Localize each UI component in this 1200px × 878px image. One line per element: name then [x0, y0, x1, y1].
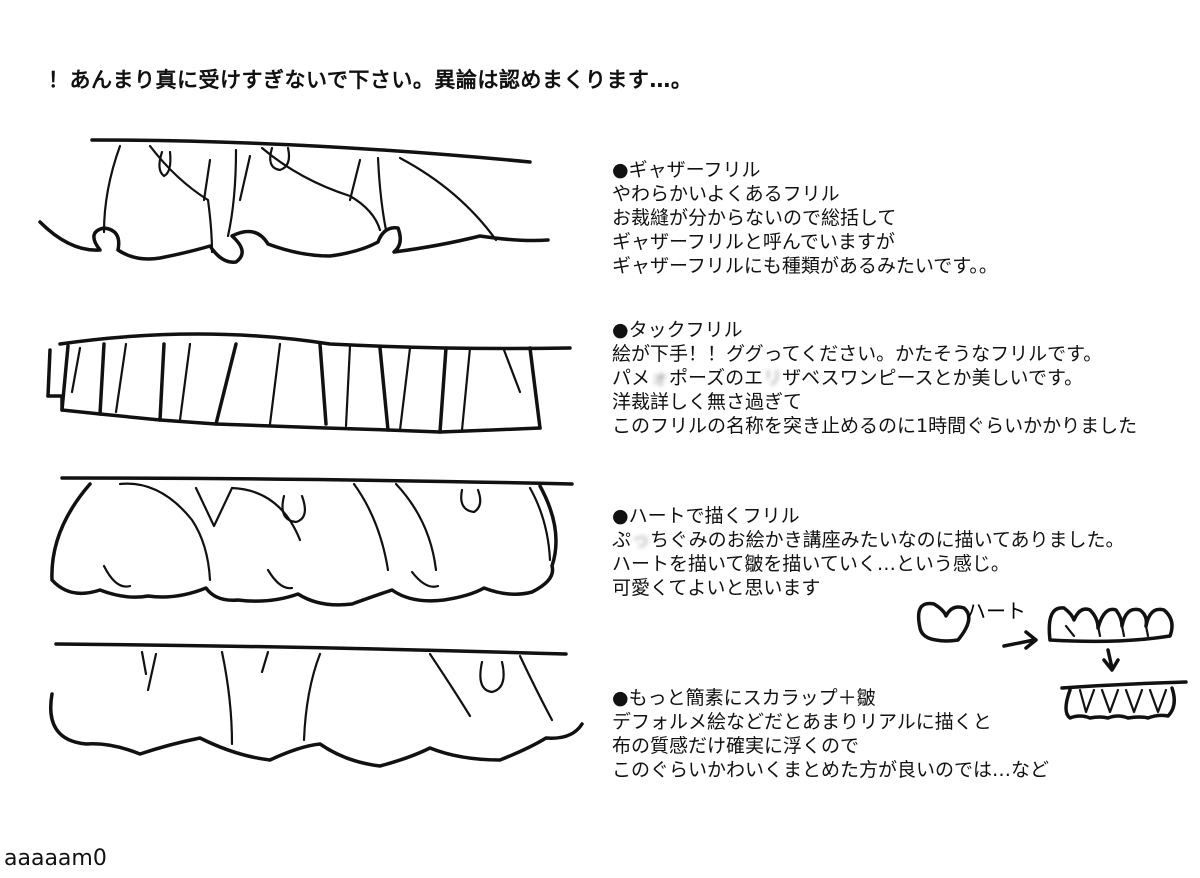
section-line: 洋裁詳しく無さ過ぎて	[612, 391, 803, 413]
heart-row-icon	[1047, 606, 1174, 644]
section-line: やわらかいよくあるフリル	[612, 183, 840, 205]
section-heart-frill: ●ハートで描くフリル ぷっちぐみのお絵かき講座みたいなのに描いてありました。 ハ…	[612, 504, 1124, 600]
section-line: このフリルの名称を突き止めるのに1時間ぐらいかかりました	[612, 415, 1138, 437]
section-tuck-frill: ●タックフリル 絵が下手！！ググってください。かたそうなフリルです。 パメォポー…	[612, 318, 1137, 438]
section-line: 絵が下手！！ググってください。かたそうなフリルです。	[612, 343, 1103, 365]
tuck-frill-drawing	[46, 332, 572, 434]
section-line: お裁縫が分からないので総括して	[612, 207, 897, 229]
section-line: 可愛くてよいと思います	[612, 577, 821, 599]
section-line: ハートを描いて皺を描いていく…という感じ。	[612, 553, 1010, 575]
heart-steps-mini-diagram: ハート	[916, 599, 1188, 720]
section-title: ●もっと簡素にスカラップ＋皺	[612, 687, 876, 709]
section-scallop-frill: ●もっと簡素にスカラップ＋皺 デフォルメ絵などだとあまりリアルに描くと 布の質感…	[612, 686, 1049, 782]
section-gather-frill: ●ギャザーフリル やわらかいよくあるフリル お裁縫が分からないので総括して ギャ…	[612, 158, 998, 278]
artist-signature: aaaaam0	[4, 846, 107, 871]
section-line-censored: パメォポーズのエリザベスワンピースとか美しいです。	[612, 367, 1084, 389]
section-line: 布の質感だけ確実に浮くので	[612, 735, 860, 757]
section-line: ギャザーフリルと呼んでいますが	[612, 231, 895, 253]
gather-frill-drawing	[38, 138, 550, 264]
section-line: このぐらいかわいくまとめた方が良いのでは…など	[612, 759, 1050, 781]
section-line-censored: ぷっちぐみのお絵かき講座みたいなのに描いてありました。	[612, 529, 1125, 551]
section-title: ●ギャザーフリル	[612, 159, 761, 181]
heart-frill-drawing	[50, 476, 574, 607]
warning-note: ！あんまり真に受けすぎないで下さい。異論は認めまくります…。	[48, 68, 693, 92]
scallop-frill-drawing	[49, 642, 584, 768]
heart-icon	[916, 601, 971, 643]
arrow-down-icon	[1102, 648, 1120, 672]
arrow-right-icon	[1002, 630, 1038, 650]
frill-row-icon	[1064, 686, 1176, 720]
section-line: デフォルメ絵などだとあまりリアルに描くと	[612, 711, 992, 733]
section-line: ギャザーフリルにも種類があるみたいです。。	[612, 255, 998, 277]
section-title: ●タックフリル	[612, 319, 743, 341]
section-title: ●ハートで描くフリル	[612, 505, 800, 527]
mini-diagram-label: ハート	[966, 599, 1026, 623]
